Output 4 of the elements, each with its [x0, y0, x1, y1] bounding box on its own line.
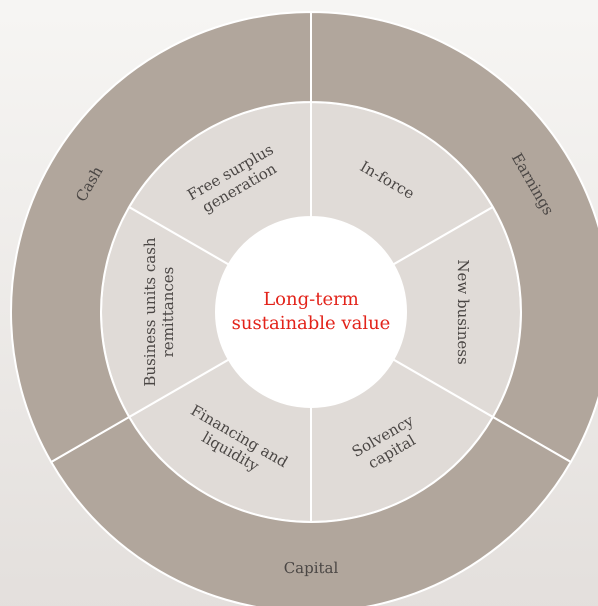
segment-label: Business units cash remittances — [141, 237, 177, 387]
segment-label: Capital — [284, 559, 338, 577]
centre-label: Long-term sustainable value — [230, 288, 392, 336]
segment-label: New business — [454, 259, 472, 365]
